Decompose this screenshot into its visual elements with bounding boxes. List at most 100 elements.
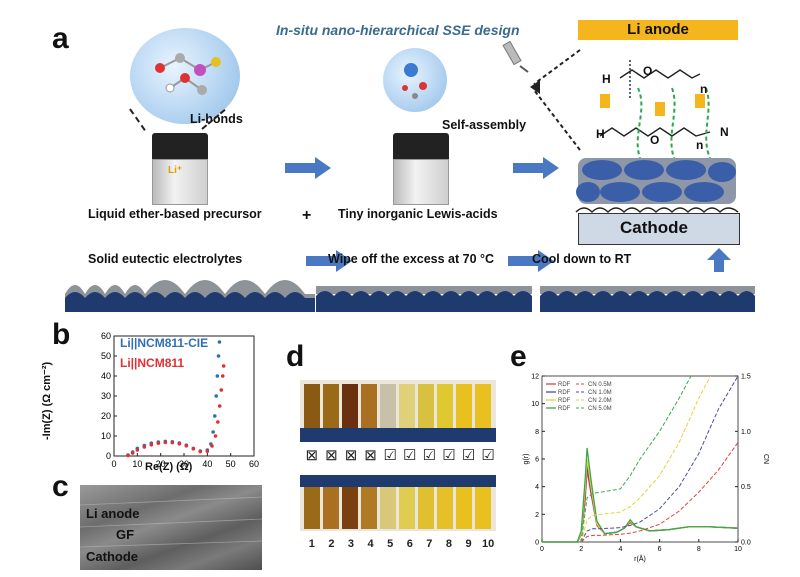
chart-e-series-6 <box>580 375 739 543</box>
chart-b-point-s2 <box>219 388 224 392</box>
vial-mark-5: ☑ <box>383 447 397 464</box>
lewis-acids-label: Tiny inorganic Lewis-acids <box>338 207 498 221</box>
sem-gf-label: GF <box>116 527 135 542</box>
chart-b-ytick-label: 50 <box>101 351 111 361</box>
chart-e-xlabel: r(Å) <box>634 554 646 563</box>
panel-label-d: d <box>286 340 305 373</box>
sem-li-anode-label: Li anode <box>86 506 140 521</box>
chart-e-series-5 <box>580 442 739 543</box>
panel-label-e: e <box>510 340 527 373</box>
vial-mark-9: ☑ <box>461 447 476 464</box>
vial-mark-6: ☑ <box>403 447 417 464</box>
chart-b-point-s2 <box>170 440 175 445</box>
cathode-label: Cathode <box>620 218 688 237</box>
chart-e-ytick-label: 0 <box>535 540 539 547</box>
vial-mark-7: ☑ <box>422 447 437 464</box>
chart-e-legend-rdf: RDF <box>558 382 571 388</box>
chart-b-ylabel: -Im(Z) (Ω cm⁻²) <box>41 361 53 440</box>
chart-b-point-s2 <box>177 442 182 446</box>
chart-e-series-8 <box>580 375 692 543</box>
chart-e-series-4 <box>542 447 739 543</box>
chart-b-point-s2 <box>184 444 189 448</box>
panel-label-b: b <box>52 318 71 351</box>
li-anode-bar: Li anode <box>578 20 738 40</box>
li-bonds-label: Li-bonds <box>190 112 243 126</box>
chart-e-xtick-label: 8 <box>697 546 701 553</box>
chart-b-ytick-label: 30 <box>101 391 111 401</box>
chart-e-xtick-label: 4 <box>618 546 622 553</box>
chart-e-y2tick-label: 0.5 <box>741 484 751 491</box>
vial-number-7: 7 <box>426 538 433 550</box>
vial-mark-8: ☑ <box>442 447 456 464</box>
dashed-arrows-to-anode <box>530 49 581 151</box>
chart-e-legend-cn: CN 1.0M <box>588 390 612 396</box>
chem-o-bottom: O <box>650 133 660 147</box>
chart-b-ytick-label: 40 <box>101 371 111 381</box>
chart-b-point-s2 <box>142 445 147 449</box>
chart-e-y2tick-label: 1.5 <box>741 374 751 381</box>
vial-number-1: 1 <box>308 538 315 550</box>
vial-number-10: 10 <box>482 538 495 550</box>
panel-label-a: a <box>52 22 69 55</box>
chart-b-point-s2 <box>149 443 154 447</box>
vial-li-ion-left: Li⁺ <box>168 165 183 176</box>
wipe-off-label: Wipe off the excess at 70 °C <box>328 252 495 266</box>
syringe-icon <box>502 40 529 73</box>
process-arrow-2 <box>513 157 559 179</box>
chart-b-point-s2 <box>198 449 203 454</box>
precursor-vial-left <box>152 133 208 205</box>
chart-e-xtick-label: 0 <box>540 546 544 553</box>
chart-e-ytick-label: 2 <box>535 512 539 519</box>
chart-e-legend-rdf: RDF <box>558 398 571 404</box>
process-arrow-1 <box>285 157 331 179</box>
chart-b-ytick-label: 10 <box>101 431 111 441</box>
chem-N-bottom: N <box>720 125 729 139</box>
chart-b-point-s2 <box>216 420 220 424</box>
chart-b-xtick-label: 20 <box>156 459 166 469</box>
chem-n-bottom-sub: n <box>696 138 704 152</box>
panel-label-c: c <box>52 470 69 503</box>
eutectic-substrate <box>65 280 315 312</box>
chart-e-xtick-label: 2 <box>579 546 583 553</box>
liquid-precursor-label: Liquid ether-based precursor <box>88 207 262 221</box>
sem-cross-section-image <box>79 485 263 570</box>
vial-number-5: 5 <box>387 538 394 550</box>
chart-b-ytick-label: 0 <box>106 451 111 461</box>
chem-h-bottom: H <box>596 127 605 141</box>
molecule-icon <box>155 53 221 95</box>
vial-number-8: 8 <box>445 538 453 550</box>
chart-b-ytick-label: 20 <box>101 411 111 421</box>
vial-number-4: 4 <box>367 538 374 550</box>
self-assembly-label: Self-assembly <box>442 118 527 132</box>
up-arrow-icon <box>707 248 731 272</box>
chart-e-legend-rdf: RDF <box>558 390 571 396</box>
vial-photo-top <box>300 380 496 442</box>
chart-b-xtick-label: 10 <box>132 459 142 469</box>
lewis-acid-vial <box>393 133 449 205</box>
solid-eutectic-label: Solid eutectic electrolytes <box>88 252 243 266</box>
chart-e-legend-cn: CN 2.0M <box>588 398 612 404</box>
chart-e-y2tick-label: 1.0 <box>741 429 751 436</box>
chart-e-series-2 <box>542 464 739 543</box>
chart-b-point-s2 <box>126 453 130 458</box>
chart-e-series-7 <box>580 375 712 543</box>
vial-number-2: 2 <box>328 538 335 550</box>
chart-b-xtick-label: 0 <box>111 459 116 469</box>
li-bonds-molecule-bubble <box>130 28 240 124</box>
process-arrow-3 <box>306 250 352 272</box>
chem-n-top: n <box>700 82 708 96</box>
chart-b-legend-cie: Li||NCM811-CIE <box>120 336 209 350</box>
self-assembly-bubble <box>383 48 447 112</box>
chart-e-series-3 <box>542 458 739 543</box>
polymer-chain-schematic <box>599 60 711 159</box>
chart-b-point-s2 <box>220 374 225 378</box>
chart-b-point-s2 <box>163 440 168 445</box>
chart-b-frame <box>113 335 255 457</box>
chart-e-ylabel-left: g(r) <box>523 454 530 465</box>
chart-b-xtick-label: 50 <box>226 459 236 469</box>
cool-down-label: Cool down to RT <box>532 252 632 266</box>
chart-e-y2tick-label: 0.0 <box>741 540 751 547</box>
